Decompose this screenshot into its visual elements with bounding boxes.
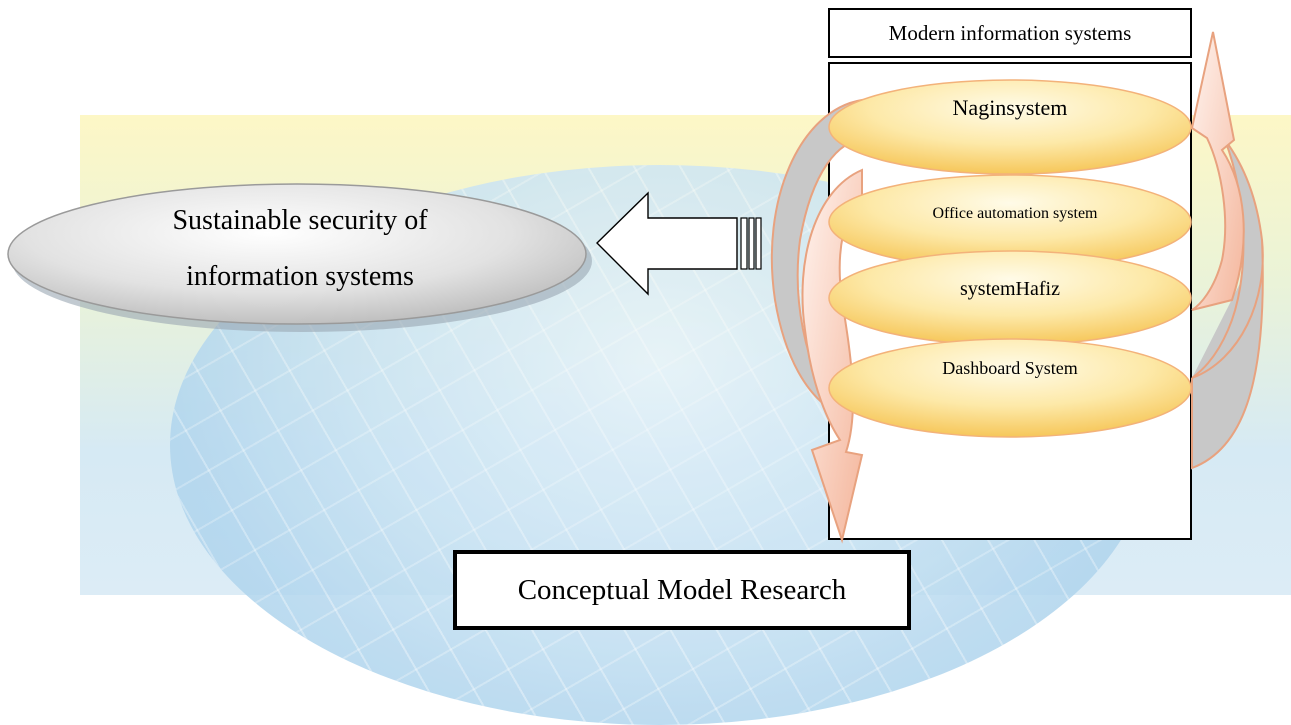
system-label-1: Naginsystem xyxy=(952,95,1068,120)
arrow-stripe-3 xyxy=(755,217,762,270)
main-node-label-line1: Sustainable security of xyxy=(172,205,428,236)
system-ellipse-4 xyxy=(828,338,1192,438)
systems-panel-title: Modern information systems xyxy=(828,8,1192,58)
left-block-arrow xyxy=(596,191,738,296)
diagram-shapes xyxy=(7,31,1264,544)
system-label-3: systemHafiz xyxy=(960,278,1060,300)
system-label-2: Office automation system xyxy=(932,205,1098,222)
right-curved-arrow-front xyxy=(1190,31,1245,311)
main-node xyxy=(7,183,587,325)
arrow-stripe-2 xyxy=(748,217,755,270)
main-node-label-line2: information systems xyxy=(186,261,414,292)
arrow-stripe-1 xyxy=(740,217,748,270)
left-curved-arrow-front xyxy=(801,168,864,544)
system-ellipse-1 xyxy=(828,79,1192,175)
footer-label: Conceptual Model Research xyxy=(453,550,911,630)
system-label-4: Dashboard System xyxy=(942,358,1078,378)
